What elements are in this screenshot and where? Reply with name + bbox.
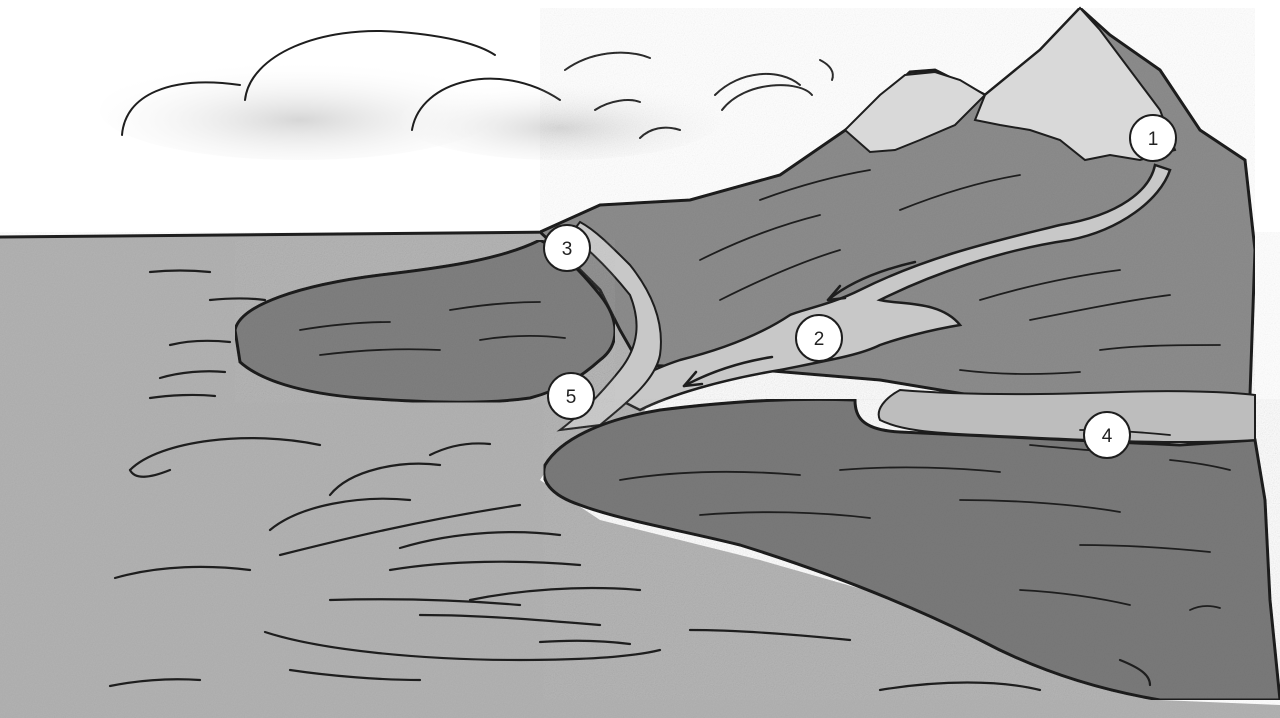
marker-3-label: 3 xyxy=(562,239,573,260)
marker-4: 4 xyxy=(1084,412,1130,458)
marker-5: 5 xyxy=(548,373,594,419)
marker-3: 3 xyxy=(544,225,590,271)
marker-2: 2 xyxy=(796,315,842,361)
marker-4-label: 4 xyxy=(1102,426,1113,447)
marker-1: 1 xyxy=(1130,115,1176,161)
marker-5-label: 5 xyxy=(566,387,577,408)
marker-1-label: 1 xyxy=(1148,129,1159,150)
marker-2-label: 2 xyxy=(814,329,825,350)
